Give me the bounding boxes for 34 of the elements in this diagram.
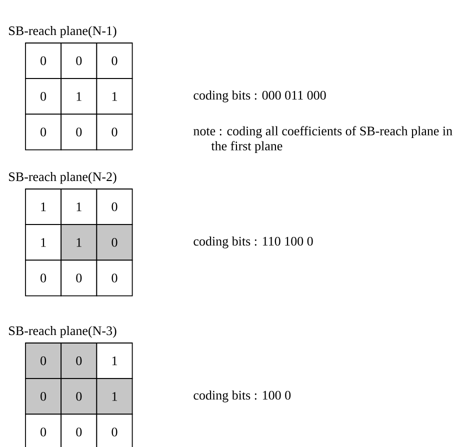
table-cell: 0 <box>60 42 98 80</box>
table-cell: 0 <box>25 42 62 80</box>
table-cell: 0 <box>60 260 98 296</box>
coding-bits-text: coding bits : 110 100 0 <box>194 236 313 248</box>
note-text: note : coding all coefficients of SB-reach plane in the first plane <box>194 126 452 154</box>
table-cell: 1 <box>96 78 133 115</box>
table-cell: 0 <box>96 414 133 447</box>
table-cell: 1 <box>60 224 98 261</box>
coding-bits-text: coding bits : 000 011 000 <box>194 90 326 102</box>
table-cell: 1 <box>60 78 98 115</box>
table-cell: 0 <box>60 342 98 380</box>
coding-bits-text: coding bits : 100 0 <box>194 390 291 402</box>
table-cell: 1 <box>25 188 62 226</box>
table-title: SB-reach plane(N-3) <box>9 326 116 338</box>
table-cell: 1 <box>96 378 133 415</box>
table-cell: 0 <box>25 78 62 115</box>
table-cell: 0 <box>96 188 133 226</box>
table-cell: 0 <box>96 42 133 80</box>
table-cell: 1 <box>96 342 133 380</box>
table-cell: 0 <box>25 342 62 380</box>
table-cell: 0 <box>60 378 98 415</box>
table-title: SB-reach plane(N-2) <box>9 172 116 184</box>
table-cell: 0 <box>96 260 133 296</box>
table-cell: 1 <box>25 224 62 261</box>
table-title: SB-reach plane(N-1) <box>9 26 116 38</box>
table-cell: 0 <box>60 114 98 150</box>
table-cell: 0 <box>96 224 133 261</box>
table-cell: 0 <box>25 378 62 415</box>
table-cell: 0 <box>60 414 98 447</box>
table-cell: 0 <box>25 414 62 447</box>
table-cell: 0 <box>96 114 133 150</box>
table-cell: 0 <box>25 114 62 150</box>
table-cell: 1 <box>60 188 98 226</box>
table-cell: 0 <box>25 260 62 296</box>
